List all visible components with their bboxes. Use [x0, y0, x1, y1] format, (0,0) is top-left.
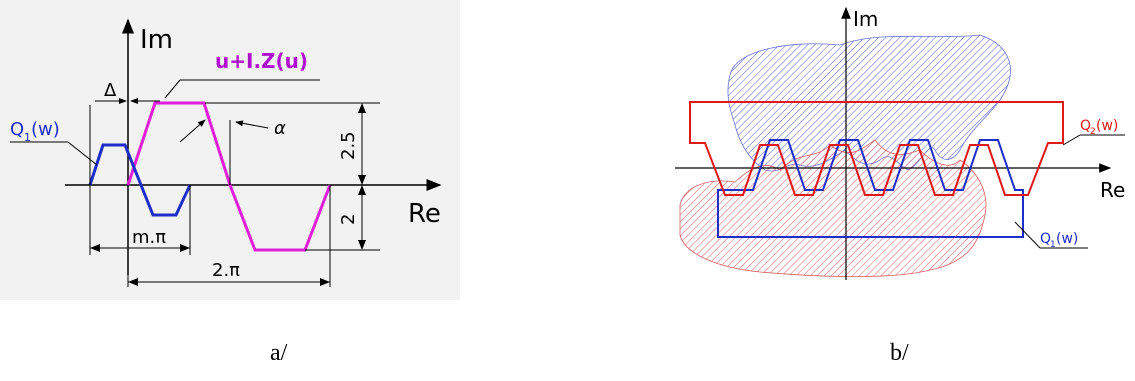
q2-label: Q 2 (w)	[1080, 118, 1118, 137]
alpha-arrow	[235, 120, 269, 129]
q1-label: Q 1 (w)	[1040, 231, 1078, 250]
q2-label-tail: (w)	[1096, 118, 1118, 134]
alpha-label: α	[274, 118, 286, 139]
dim-upper-label: 2.5	[338, 131, 359, 160]
caption-b: b/	[890, 340, 909, 366]
dim-m-pi-arrows	[90, 244, 190, 252]
q1-label-sub: 1	[1050, 240, 1056, 250]
diagram-a-svg: Im Re u+I.Z(u) Q 1 (w) Δ α	[10, 18, 442, 287]
q2-rack	[689, 101, 1064, 196]
q1-leader-diag	[67, 141, 98, 166]
im-axis-label: Im	[853, 7, 878, 31]
diagram-panel-b: Im Re Q 2 (w) Q 1 (w)	[640, 0, 1135, 300]
delta-label: Δ	[104, 80, 117, 101]
im-axis-label: Im	[140, 25, 173, 55]
q1-label-tail: (w)	[1056, 231, 1078, 247]
curve-label: u+I.Z(u)	[215, 49, 308, 73]
q1-label-main: Q	[10, 119, 24, 140]
q1-label-sub: 1	[24, 131, 31, 144]
dim-m-pi-label: m.π	[132, 227, 166, 248]
q1-rack	[717, 139, 1024, 238]
caption-a: a/	[270, 340, 288, 366]
q1-label-tail: (w)	[31, 119, 60, 140]
slope-tick	[179, 119, 206, 143]
diagram-panel-a: Im Re u+I.Z(u) Q 1 (w) Δ α	[0, 0, 460, 300]
q1-label-main: Q	[1040, 231, 1051, 247]
dim-2pi-label: 2.π	[212, 260, 240, 281]
re-axis-label: Re	[1100, 178, 1125, 202]
q1-leader	[1014, 221, 1041, 249]
q1-label: Q 1 (w)	[10, 119, 60, 144]
red-hatched-region	[679, 139, 987, 278]
dim-lower-label: 2	[338, 214, 359, 225]
q2-label-sub: 2	[1090, 127, 1096, 137]
re-axis-label: Re	[408, 199, 441, 229]
q2-label-main: Q	[1080, 118, 1091, 134]
q2-leader	[1062, 134, 1081, 146]
diagram-b-svg: Im Re Q 2 (w) Q 1 (w)	[675, 6, 1125, 280]
dim-upper-arrows	[358, 103, 366, 185]
profile-q1	[88, 143, 192, 217]
curve-leader-diag	[164, 79, 181, 99]
